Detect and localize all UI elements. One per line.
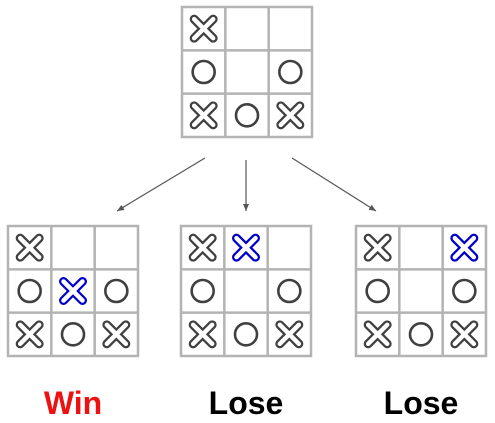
- o-mark: [191, 59, 216, 85]
- arrows-group: [116, 157, 377, 212]
- x-mark: [276, 101, 305, 130]
- x-mark: [275, 320, 304, 349]
- child-board-1: [6, 224, 140, 358]
- x-mark: [15, 233, 44, 262]
- child-board-3: [354, 224, 488, 358]
- new-x-mark: [450, 233, 479, 262]
- x-mark: [189, 101, 218, 130]
- new-x-mark: [232, 233, 260, 262]
- result-label-1: Win: [43, 385, 103, 421]
- o-mark: [104, 278, 129, 304]
- x-mark: [188, 320, 217, 349]
- x-mark: [363, 320, 392, 349]
- x-mark: [189, 14, 218, 43]
- new-x-mark: [59, 277, 87, 305]
- result-label-3: Lose: [383, 385, 459, 421]
- o-mark: [277, 278, 302, 304]
- o-mark: [365, 278, 390, 304]
- x-mark: [102, 320, 131, 349]
- arrow-to-child-1: [116, 157, 206, 212]
- x-mark: [450, 320, 479, 349]
- o-mark: [278, 59, 303, 85]
- o-mark: [60, 322, 86, 347]
- result-label-2: Lose: [208, 385, 284, 421]
- o-mark: [233, 322, 259, 347]
- x-mark: [15, 320, 44, 349]
- x-mark: [188, 233, 217, 262]
- o-mark: [452, 278, 477, 304]
- x-mark: [363, 233, 392, 262]
- root-board: [180, 5, 314, 139]
- arrow-to-child-3: [291, 157, 377, 212]
- o-mark: [190, 278, 215, 304]
- o-mark: [408, 322, 434, 347]
- child-board-2: [179, 224, 313, 358]
- o-mark: [234, 103, 260, 128]
- o-mark: [17, 278, 42, 304]
